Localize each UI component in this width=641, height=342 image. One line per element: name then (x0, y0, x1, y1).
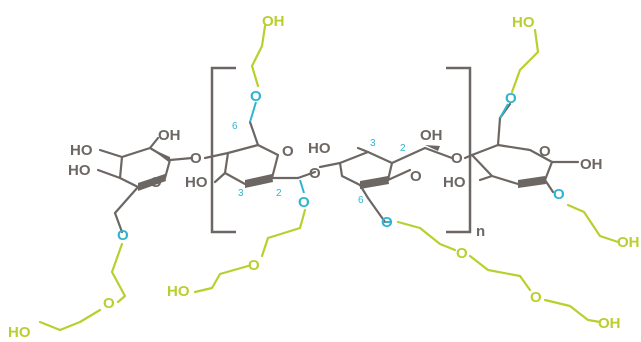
ring2-ring-oxygen: O (282, 143, 294, 160)
ring4-ring-oxygen: O (539, 143, 551, 160)
glycosidic-oxygen-3: O (451, 150, 463, 167)
chain-oxygen-right-2: O (530, 289, 542, 306)
ring4-oh: OH (580, 156, 603, 173)
wedge-bonds (138, 145, 546, 191)
ether-oxygen-ring2-c2: O (298, 194, 310, 211)
terminal-ho-middle: HO (167, 283, 190, 300)
terminal-oh-right: OH (617, 234, 640, 251)
ring3-position-2: 2 (400, 143, 406, 154)
glycosidic-oxygen-1: O (190, 150, 202, 167)
ring2-ho: HO (185, 174, 208, 191)
chain-oxygen-middle: O (248, 257, 260, 274)
ether-oxygen-ring3-c6: O (381, 214, 393, 231)
chain-oxygen-left: O (103, 295, 115, 312)
ring1-oh-top: OH (158, 127, 181, 144)
left-bracket (210, 66, 236, 234)
ring2-position-2: 2 (276, 188, 282, 199)
hydroxyethyl-chains (38, 24, 620, 332)
glycosidic-oxygen-2: O (309, 165, 321, 182)
right-bracket (446, 66, 472, 234)
backbone-bonds (96, 102, 580, 234)
terminal-ho-left: HO (8, 324, 31, 341)
terminal-oh-bottom-right: OH (598, 315, 621, 332)
repeat-brackets (210, 66, 472, 234)
ether-oxygen-ring2-c6: O (250, 88, 262, 105)
ring3-position-6: 6 (358, 195, 364, 206)
ring4-ho: HO (443, 174, 466, 191)
ring3-ho: HO (308, 140, 331, 157)
ring1-ring-oxygen: O (150, 174, 162, 191)
ether-oxygen-ring4-c2: O (553, 186, 565, 203)
terminal-oh-top-middle: OH (262, 13, 285, 30)
terminal-ho-top-right: HO (512, 14, 535, 31)
repeat-count-n: n (476, 223, 485, 240)
ring3-ring-oxygen: O (410, 168, 422, 185)
ring3-oh: OH (420, 127, 443, 144)
chain-oxygen-right-1: O (456, 245, 468, 262)
ring2-position-6: 6 (232, 121, 238, 132)
ether-oxygen-ring4-c6: O (505, 90, 517, 107)
ring2-position-3: 3 (238, 188, 244, 199)
ether-oxygen-ring1: O (117, 227, 129, 244)
ether-linker-bonds (249, 101, 509, 223)
ring3-position-3: 3 (370, 138, 376, 149)
ring1-ho-lower: HO (68, 162, 91, 179)
ring1-ho-upper: HO (70, 142, 93, 159)
